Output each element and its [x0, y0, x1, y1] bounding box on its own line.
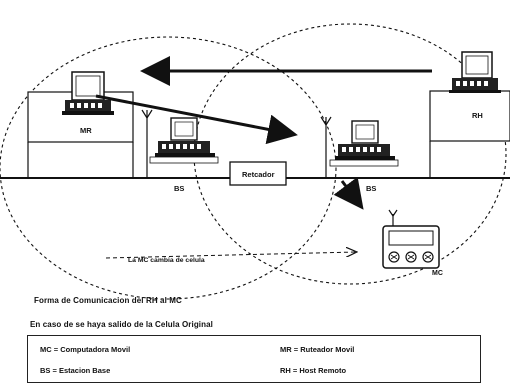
bs-left-label: BS [174, 184, 184, 193]
arrow-mr-to-bs [95, 94, 298, 145]
caption-condition: En caso de se haya salido de la Celula O… [30, 320, 213, 329]
legend-bs: BS = Estacion Base [40, 366, 111, 375]
legend-box: MC = Computadora Movil MR = Ruteador Mov… [27, 335, 481, 383]
mr-label: MR [80, 126, 92, 135]
cell-left [0, 36, 337, 300]
rh-computer-icon [429, 51, 510, 178]
rh-label: RH [472, 111, 483, 120]
bs-right-label: BS [366, 184, 376, 193]
repeater-box [229, 161, 287, 186]
mc-device-icon [382, 209, 440, 269]
arrow-bs-to-mc [333, 176, 364, 210]
base-station-right-icon [320, 116, 399, 178]
mc-label: MC [432, 270, 443, 277]
base-station-left-icon [141, 109, 219, 178]
legend-rh: RH = Host Remoto [280, 366, 347, 375]
repeater-label: Retcador [242, 170, 275, 179]
legend-mr: MR = Ruteador Movil [280, 345, 355, 354]
cell-right [193, 23, 507, 285]
mc-move-label: La MC cambia de celula [128, 257, 205, 264]
caption-communication: Forma de Comunicacion del RH al MC [34, 296, 182, 305]
mr-computer-icon [27, 71, 134, 178]
legend-mc: MC = Computadora Movil [40, 345, 131, 354]
